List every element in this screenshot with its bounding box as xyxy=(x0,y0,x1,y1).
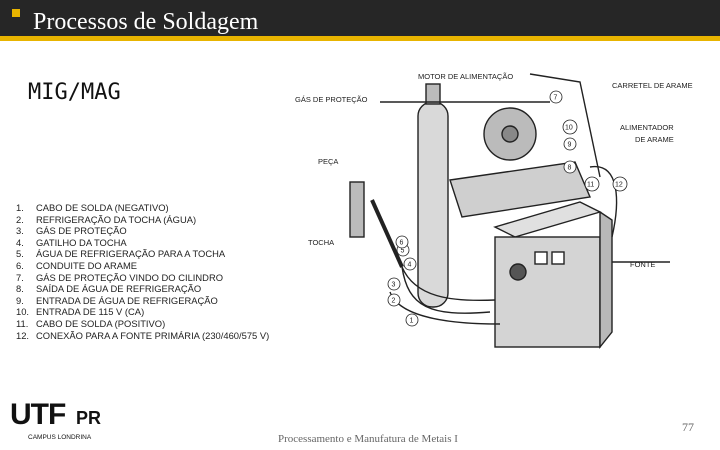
welding-torch xyxy=(370,199,404,268)
legend-item: 6.CONDUITE DO ARAME xyxy=(16,259,138,271)
label-gas: GÁS DE PROTEÇÃO xyxy=(295,95,368,104)
legend-item: 3.GÁS DE PROTEÇÃO xyxy=(16,225,127,237)
callout-4: 4 xyxy=(403,257,417,271)
legend-item: 1.CABO DE SOLDA (NEGATIVO) xyxy=(16,202,169,213)
label-alimentador-1: ALIMENTADOR xyxy=(620,123,674,132)
label-alimentador-2: DE ARAME xyxy=(635,135,674,144)
callout-11: 11 xyxy=(584,176,600,192)
svg-text:8: 8 xyxy=(568,165,572,172)
wire-feeder xyxy=(449,161,591,218)
svg-text:5: 5 xyxy=(401,248,405,255)
logo-campus: CAMPUS LONDRINA xyxy=(28,434,92,441)
legend-item: 5.ÁGUA DE REFRIGERAÇÃO PARA A TOCHA xyxy=(16,248,226,260)
legend-item: 9.ENTRADA DE ÁGUA DE REFRIGERAÇÃO xyxy=(16,294,218,306)
label-fonte: FONTE xyxy=(630,260,655,269)
svg-text:6: 6 xyxy=(400,240,404,247)
callout-8: 8 xyxy=(563,160,577,174)
callout-9: 9 xyxy=(563,137,577,151)
callout-12: 12 xyxy=(612,176,628,192)
svg-text:12: 12 xyxy=(615,182,623,189)
page-number: 77 xyxy=(682,420,694,434)
svg-text:10: 10 xyxy=(565,125,573,132)
label-peca: PEÇA xyxy=(318,157,338,166)
callout-3: 3 xyxy=(387,277,401,291)
svg-text:3: 3 xyxy=(392,282,396,289)
legend-item: 2.REFRIGERAÇÃO DA TOCHA (ÁGUA) xyxy=(16,213,197,225)
callout-7: 7 xyxy=(549,90,563,104)
callout-10: 10 xyxy=(562,119,578,135)
utfpr-logo: UTF PR CAMPUS LONDRINA xyxy=(10,400,110,442)
callout-1: 1 xyxy=(405,313,419,327)
title-bar: Processos de Soldagem xyxy=(0,0,720,41)
workpiece xyxy=(349,181,365,238)
legend-item: 8.SAÍDA DE ÁGUA DE REFRIGERAÇÃO xyxy=(16,283,202,295)
legend-item: 12.CONEXÃO PARA A FONTE PRIMÁRIA (230/46… xyxy=(16,329,270,341)
svg-text:7: 7 xyxy=(554,95,558,102)
title-underline xyxy=(0,36,720,41)
legend-item: 10.ENTRADA DE 115 V (CA) xyxy=(16,306,145,318)
legend-item: 11.CABO DE SOLDA (POSITIVO) xyxy=(16,317,166,329)
logo-suffix: PR xyxy=(76,408,102,428)
svg-text:1: 1 xyxy=(410,318,414,325)
slide-subtitle: MIG/MAG xyxy=(28,80,121,105)
gas-cylinder xyxy=(417,101,449,308)
svg-text:11: 11 xyxy=(587,182,594,189)
logo-main: UTF xyxy=(10,398,66,431)
slide-title: Processos de Soldagem xyxy=(33,9,259,35)
legend-list: 1.CABO DE SOLDA (NEGATIVO) 2.REFRIGERAÇÃ… xyxy=(16,202,269,341)
label-carretel: CARRETEL DE ARAME xyxy=(612,81,693,90)
svg-text:4: 4 xyxy=(408,262,412,269)
footer-course: Processamento e Manufatura de Metais I xyxy=(278,433,458,445)
mig-mag-diagram: MOTOR DE ALIMENTAÇÃO CARRETEL DE ARAME G… xyxy=(290,62,710,387)
svg-text:2: 2 xyxy=(392,298,396,305)
label-motor: MOTOR DE ALIMENTAÇÃO xyxy=(418,72,513,81)
legend-item: 7.GÁS DE PROTEÇÃO VINDO DO CILINDRO xyxy=(16,271,224,283)
label-tocha: TOCHA xyxy=(308,238,334,247)
callout-2: 2 xyxy=(387,293,401,307)
svg-text:9: 9 xyxy=(568,142,572,149)
legend-item: 4.GATILHO DA TOCHA xyxy=(16,236,127,248)
callout-6: 6 xyxy=(395,235,409,249)
cylinder-valve xyxy=(425,83,441,105)
bullet-icon xyxy=(12,9,20,17)
